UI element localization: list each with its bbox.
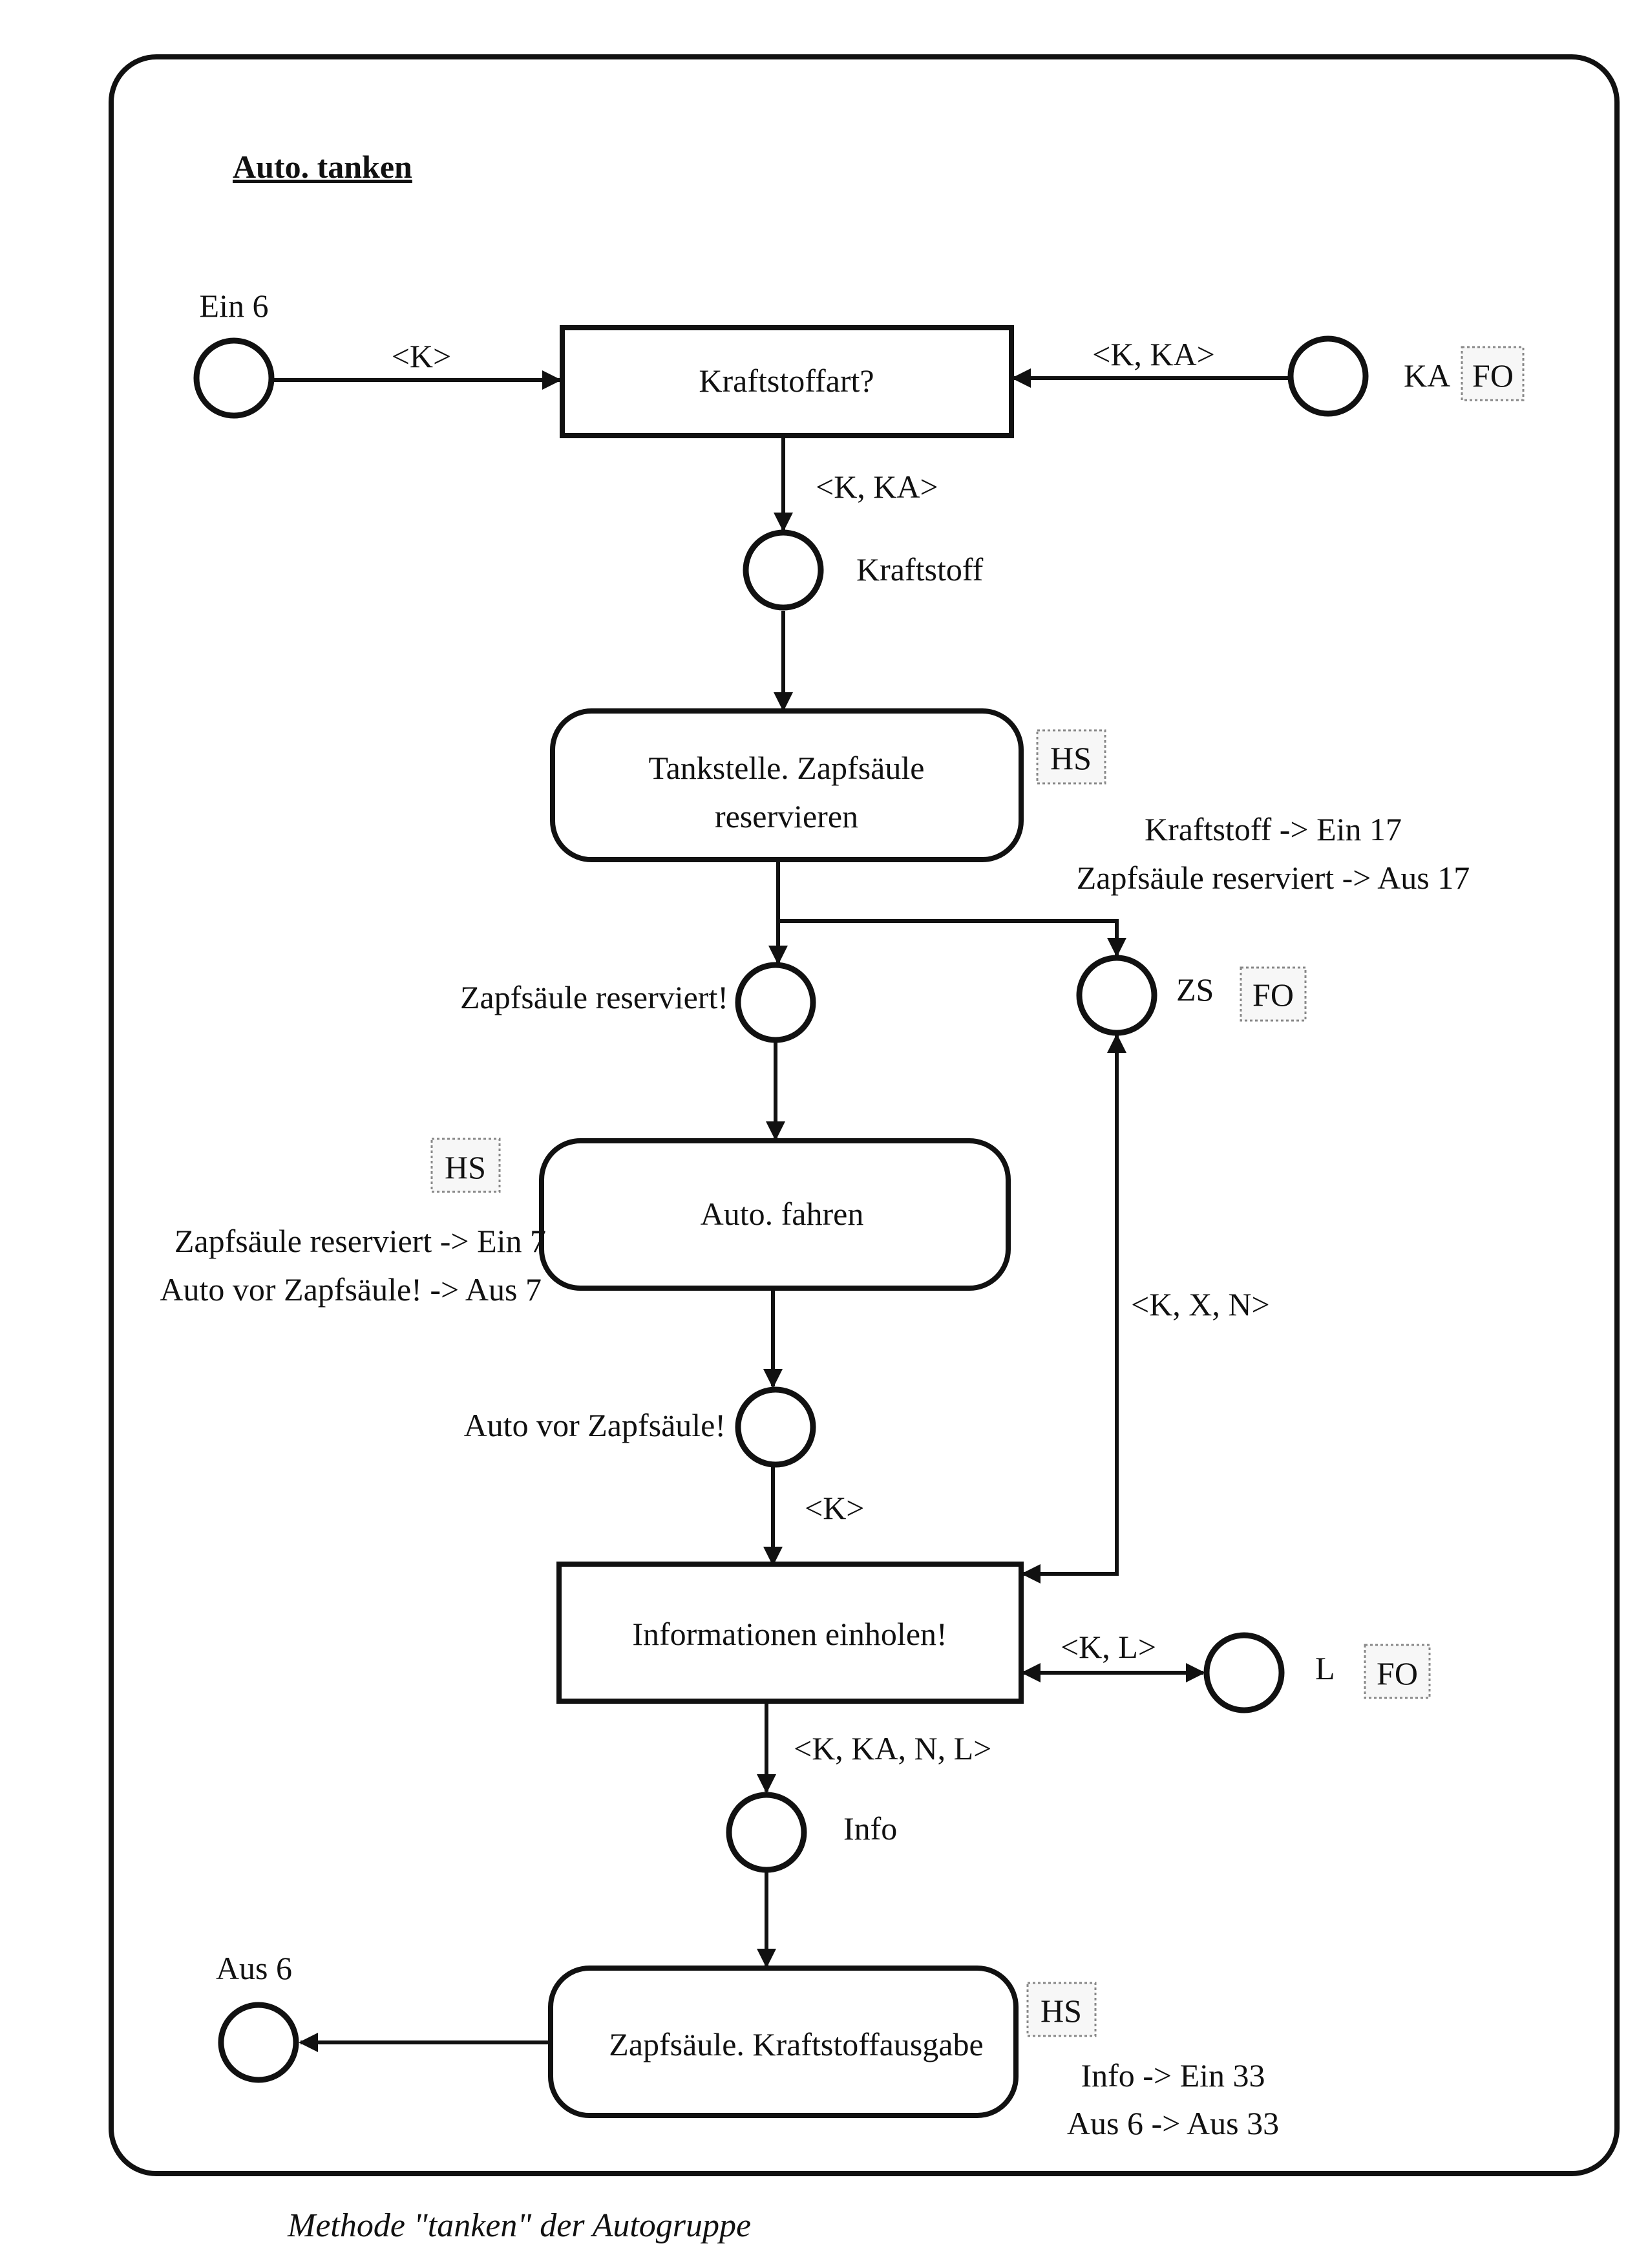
place-zs	[1076, 955, 1157, 1036]
annotation-tank-aus: Zapfsäule reserviert -> Aus 17	[1077, 860, 1470, 896]
arc-label-k-l: <K, L>	[1061, 1629, 1156, 1665]
transition-label-informationen: Informationen einholen!	[632, 1616, 947, 1652]
place-aus6	[218, 2002, 299, 2083]
transition-auto-fahren	[539, 1138, 1011, 1291]
place-label-zs: ZS	[1176, 971, 1214, 1008]
hs-tag-tankstelle: HS	[1036, 729, 1106, 785]
transition-label-kraftstoffart: Kraftstoffart?	[699, 363, 874, 399]
place-label-l: L	[1315, 1650, 1335, 1686]
arc-label-k-x-n: <K, X, N>	[1131, 1286, 1270, 1322]
hs-tag-ausgabe-text: HS	[1041, 1993, 1082, 2029]
transition-zapfsaeule-ausgabe	[548, 1966, 1019, 2118]
fo-tag-ka-text: FO	[1472, 357, 1514, 394]
transition-label-zapfsaeule-ausgabe: Zapfsäule. Kraftstoffausgabe	[609, 2026, 983, 2062]
annotation-ausgabe-ein: Info -> Ein 33	[1081, 2057, 1265, 2093]
fo-tag-zs-text: FO	[1252, 977, 1294, 1013]
arc-label-k-ka-out: <K, KA>	[816, 469, 938, 505]
annotation-ausgabe-aus: Aus 6 -> Aus 33	[1067, 2105, 1279, 2141]
transition-label-tankstelle-1: Tankstelle. Zapfsäule	[649, 750, 925, 786]
place-ka	[1287, 335, 1369, 417]
transition-kraftstoffart	[560, 325, 1014, 438]
fo-tag-l-text: FO	[1377, 1655, 1418, 1691]
place-info	[726, 1792, 807, 1873]
place-l	[1203, 1632, 1285, 1713]
place-ein6	[193, 337, 275, 419]
hs-tag-fahren: HS	[430, 1138, 501, 1193]
arc-label-k-ka-in: <K, KA>	[1092, 336, 1215, 372]
transition-label-auto-fahren: Auto. fahren	[701, 1196, 864, 1232]
place-label-aus6: Aus 6	[216, 1950, 292, 1986]
place-label-auto-vor: Auto vor Zapfsäule!	[464, 1407, 726, 1443]
hs-tag-ausgabe: HS	[1026, 1982, 1097, 2037]
diagram-caption: Methode "tanken" der Autogruppe	[287, 2207, 751, 2244]
hs-tag-tankstelle-text: HS	[1050, 740, 1092, 776]
transition-informationen	[556, 1562, 1024, 1704]
transition-label-tankstelle-2: reservieren	[715, 798, 858, 834]
place-kraftstoff	[743, 529, 824, 611]
annotation-tank-ein: Kraftstoff -> Ein 17	[1145, 811, 1402, 847]
arc-label-k-auto: <K>	[805, 1490, 865, 1526]
place-zapf-reserviert	[735, 962, 816, 1043]
place-label-kraftstoff: Kraftstoff	[856, 551, 984, 588]
arc-zs-to-informationen	[1021, 1033, 1126, 1584]
place-label-ein6: Ein 6	[200, 288, 269, 324]
hs-tag-fahren-text: HS	[445, 1149, 486, 1185]
place-label-ka: KA	[1404, 357, 1450, 394]
annotation-fahren-ein: Zapfsäule reserviert -> Ein 7	[174, 1223, 546, 1259]
place-label-zapf-reserviert: Zapfsäule reserviert!	[460, 979, 728, 1015]
diagram-frame	[109, 54, 1620, 2176]
annotation-fahren-aus: Auto vor Zapfsäule! -> Aus 7	[160, 1271, 542, 1308]
transition-tankstelle	[550, 708, 1024, 862]
place-label-info: Info	[843, 1810, 897, 1847]
diagram-title: Auto. tanken	[233, 149, 412, 185]
arc-label-k-in: <K>	[392, 338, 452, 374]
fo-tag-ka: FO	[1461, 346, 1525, 401]
arc-tankstelle-to-zs	[778, 919, 1126, 957]
place-auto-vor	[735, 1386, 816, 1468]
fo-tag-l: FO	[1364, 1644, 1431, 1699]
arc-label-k-ka-n-l: <K, KA, N, L>	[794, 1730, 991, 1766]
fo-tag-zs: FO	[1240, 966, 1307, 1022]
